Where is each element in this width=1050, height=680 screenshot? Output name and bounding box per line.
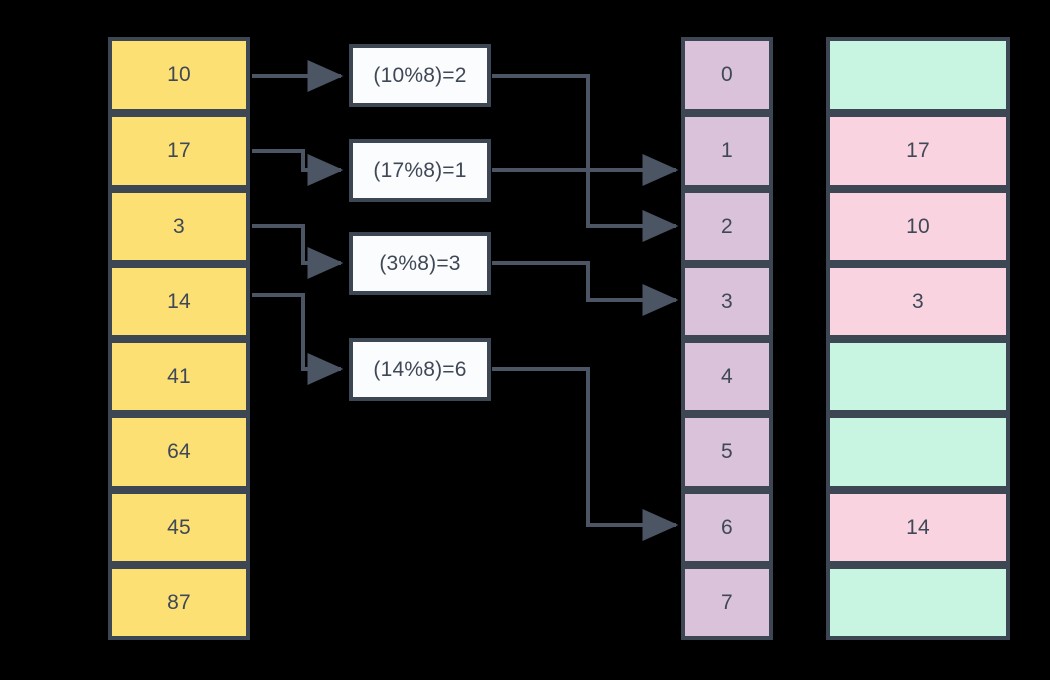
index-cell-0[interactable]: 0 — [681, 37, 773, 113]
slot-cell-6[interactable]: 14 — [826, 490, 1010, 565]
hash-box-10-label: (10%8)=2 — [373, 63, 467, 87]
index-cell-2[interactable]: 2 — [681, 189, 773, 264]
index-cell-4-label: 4 — [721, 364, 733, 388]
slot-cell-6-value: 14 — [906, 515, 930, 539]
input-cell-3-value: 14 — [167, 289, 191, 313]
input-cell-0-value: 10 — [167, 63, 191, 86]
slot-cell-3-value: 3 — [912, 289, 924, 313]
index-cell-5-label: 5 — [721, 440, 733, 463]
hash-box-17[interactable]: (17%8)=1 — [349, 139, 491, 202]
index-cell-4[interactable]: 4 — [681, 339, 773, 414]
input-cell-7[interactable]: 87 — [108, 565, 250, 640]
input-cell-2[interactable]: 3 — [108, 189, 250, 264]
arrow-input-3-to-hash — [252, 224, 344, 279]
slot-cell-2-value: 10 — [906, 214, 930, 238]
hash-box-3[interactable]: (3%8)=3 — [349, 232, 491, 295]
index-cell-3[interactable]: 3 — [681, 264, 773, 339]
index-cell-0-label: 0 — [721, 63, 733, 86]
arrow-hash-14-to-index-6 — [492, 367, 679, 541]
input-cell-5-value: 64 — [167, 440, 191, 463]
hash-box-17-label: (17%8)=1 — [373, 158, 467, 182]
slot-cell-1[interactable]: 17 — [826, 113, 1010, 189]
input-cell-1[interactable]: 17 — [108, 113, 250, 189]
index-cell-7[interactable]: 7 — [681, 565, 773, 640]
arrow-hash-3-to-index-3 — [492, 261, 679, 316]
hash-box-3-label: (3%8)=3 — [379, 251, 461, 275]
hash-box-14-label: (14%8)=6 — [373, 357, 467, 381]
input-cell-4-value: 41 — [167, 364, 191, 388]
input-cell-6-value: 45 — [167, 515, 191, 539]
index-cell-2-label: 2 — [721, 214, 733, 238]
slot-cell-7[interactable] — [826, 565, 1010, 640]
input-cell-4[interactable]: 41 — [108, 339, 250, 414]
hash-box-10[interactable]: (10%8)=2 — [349, 44, 491, 107]
index-cell-1-label: 1 — [721, 139, 733, 162]
input-cell-3[interactable]: 14 — [108, 264, 250, 339]
index-cell-3-label: 3 — [721, 289, 733, 313]
arrow-input-17-to-hash — [252, 149, 344, 186]
input-cell-5[interactable]: 64 — [108, 414, 250, 490]
index-cell-7-label: 7 — [721, 590, 733, 614]
slot-cell-4[interactable] — [826, 339, 1010, 414]
input-cell-7-value: 87 — [167, 590, 191, 614]
input-cell-0[interactable]: 10 — [108, 37, 250, 113]
input-cell-6[interactable]: 45 — [108, 490, 250, 565]
slot-cell-2[interactable]: 10 — [826, 189, 1010, 264]
slot-cell-5[interactable] — [826, 414, 1010, 490]
input-cell-2-value: 3 — [173, 214, 185, 238]
arrow-input-14-to-hash — [252, 293, 344, 385]
input-cell-1-value: 17 — [167, 139, 191, 162]
slot-cell-0[interactable] — [826, 37, 1010, 113]
index-cell-6-label: 6 — [721, 515, 733, 539]
slot-cell-1-value: 17 — [906, 139, 930, 162]
index-cell-1[interactable]: 1 — [681, 113, 773, 189]
slot-cell-3[interactable]: 3 — [826, 264, 1010, 339]
hash-box-14[interactable]: (14%8)=6 — [349, 338, 491, 401]
index-cell-5[interactable]: 5 — [681, 414, 773, 490]
arrow-hash-10-to-index-2 — [492, 74, 679, 242]
index-cell-6[interactable]: 6 — [681, 490, 773, 565]
